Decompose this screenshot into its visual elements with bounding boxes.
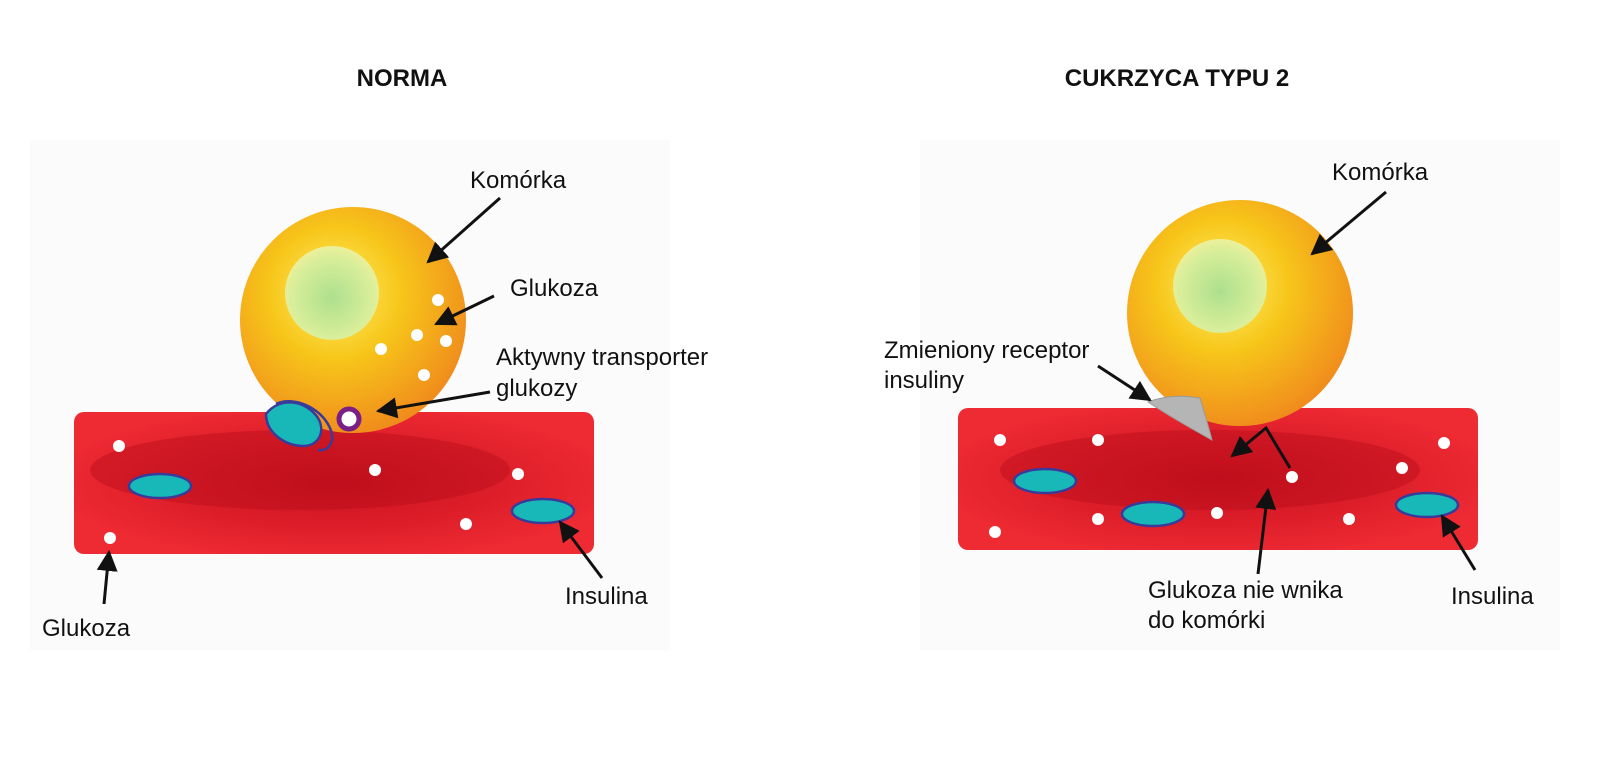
glucose-particle: [989, 526, 1001, 538]
glucose-particle: [1396, 462, 1408, 474]
vessel-shading: [1000, 430, 1420, 510]
glucose-particle: [440, 335, 452, 347]
arrow-cell: [1310, 190, 1387, 256]
glucose-particle: [418, 369, 430, 381]
glucose-particle: [512, 468, 524, 480]
glucose-particle: [375, 343, 387, 355]
insulin-molecule: [127, 472, 193, 500]
cell-nucleus: [1173, 239, 1267, 333]
label-insulin: Insulina: [565, 583, 648, 610]
glucose-particle: [1092, 513, 1104, 525]
vessel-shading: [90, 430, 510, 510]
label-receptor-2: insuliny: [884, 367, 964, 394]
label-transporter-1: Aktywny transporter: [496, 344, 708, 371]
arrow-cell: [426, 196, 501, 264]
arrow-no-entry: [1255, 487, 1277, 575]
glucose-group-blood: [989, 434, 1450, 538]
glucose-particle: [369, 464, 381, 476]
arrow-insulin: [558, 520, 604, 579]
label-receptor-1: Zmieniony receptor: [884, 337, 1089, 364]
insulin-molecule: [1394, 491, 1460, 519]
glucose-particle: [1092, 434, 1104, 446]
arrow-receptor: [1097, 364, 1152, 402]
glucose-particle: [411, 329, 423, 341]
glucose-particle: [113, 440, 125, 452]
arrow-transporter: [375, 390, 491, 419]
panel-diabetes: CUKRZYCA TYPU 2: [884, 65, 1560, 650]
insulin-molecule: [510, 497, 576, 525]
arrow-glucose-blood: [96, 549, 118, 605]
panel-normal: NORMA: [30, 65, 708, 650]
glucose-particle: [1211, 507, 1223, 519]
label-cell: Komórka: [1332, 159, 1429, 186]
cell-nucleus: [285, 246, 379, 340]
insulin-receptor: [264, 400, 334, 452]
label-cell: Komórka: [470, 167, 567, 194]
label-glucose-blood: Glukoza: [42, 615, 131, 642]
glucose-particle: [994, 434, 1006, 446]
insulin-molecule: [1012, 467, 1078, 495]
glucose-group-blood: [104, 440, 524, 544]
glucose-particle: [1438, 437, 1450, 449]
arrow-glucose-cell: [434, 294, 495, 326]
panel-title: CUKRZYCA TYPU 2: [1065, 65, 1289, 92]
label-glucose-cell: Glukoza: [510, 275, 599, 302]
glucose-group-cell: [375, 294, 452, 381]
glucose-particle: [460, 518, 472, 530]
arrow-insulin: [1440, 514, 1477, 571]
label-no-entry-2: do komórki: [1148, 607, 1265, 634]
arrow-blocked-glucose: [1230, 425, 1292, 469]
glucose-transporter: [336, 406, 362, 432]
label-no-entry-1: Glukoza nie wnika: [1148, 577, 1343, 604]
glucose-particle: [1286, 471, 1298, 483]
panel-title: NORMA: [357, 65, 448, 92]
label-insulin: Insulina: [1451, 583, 1534, 610]
glucose-particle: [432, 294, 444, 306]
glucose-particle: [104, 532, 116, 544]
insulin-molecule: [1120, 500, 1186, 528]
glucose-particle: [1343, 513, 1355, 525]
label-transporter-2: glukozy: [496, 375, 577, 402]
changed-insulin-receptor: [1146, 395, 1213, 441]
